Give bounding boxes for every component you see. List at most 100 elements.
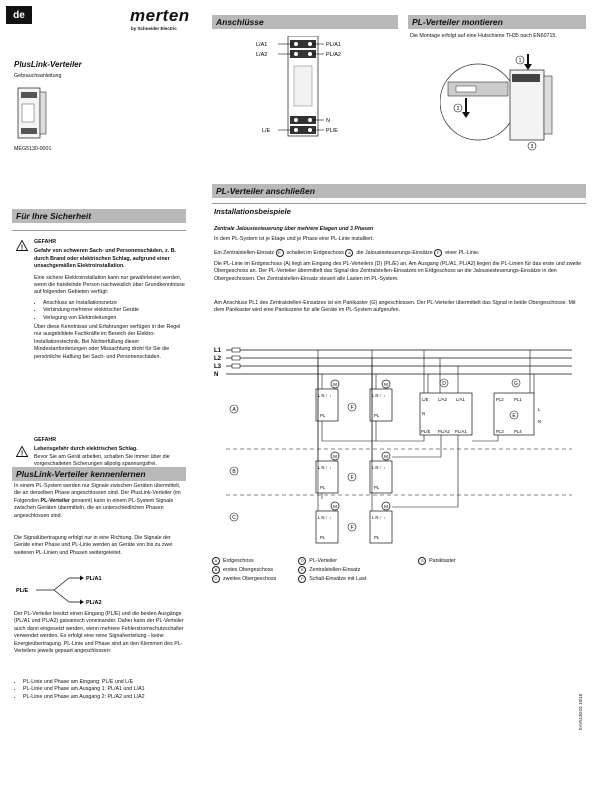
central-unit-label: PL4 (514, 429, 522, 434)
terminal-label: L/A1 (256, 42, 267, 48)
flow-out2-label: PL/A2 (86, 600, 102, 606)
motor-symbol: M (384, 454, 388, 459)
terminal-label: L N ↑ ↓ (372, 465, 385, 470)
connect-divider (212, 203, 586, 204)
safety-divider (12, 230, 186, 231)
safety-block-1: GEFAHR Gefahr von schweren Sach- und Per… (34, 239, 186, 361)
central-unit-label: N (538, 419, 541, 424)
wiring-diagram: L1 L2 L3 N A B C M (214, 347, 572, 544)
device-label: F (350, 475, 353, 481)
section-safety-header: Für Ihre Sicherheit (12, 209, 186, 223)
device-illustration (17, 87, 47, 139)
terminal-label: L N ↑ ↓ (318, 393, 331, 398)
article-number: MEG5130-0001 (14, 146, 52, 152)
device-label: F (350, 405, 353, 411)
terminal-label: PL (320, 535, 326, 540)
floor-label: C (232, 515, 236, 521)
device-label: E (512, 413, 516, 419)
motor-symbol: M (384, 504, 388, 509)
line-label: L3 (214, 364, 222, 370)
section-know-header: PlusLink-Verteiler kennenlernen (12, 467, 186, 481)
terminal-label: PL (374, 535, 380, 540)
document-code: EAV5130-01 10/18 (578, 694, 583, 730)
device-label: F (350, 525, 353, 531)
safety-bullet: Verlegung von Elektroleitungen (43, 315, 186, 322)
section-connections-header: Anschlüsse (212, 15, 398, 29)
terminal-label: L N ↑ ↓ (372, 393, 385, 398)
motor-symbol: M (333, 454, 337, 459)
know-paragraph-1: In einem PL-System werden nur Signale zw… (14, 483, 181, 519)
product-subtitle: Gebrauchsanleitung (14, 73, 62, 79)
motor-symbol: M (333, 382, 337, 387)
terminal-label: L N ↑ ↓ (318, 515, 331, 520)
distributor-label: PL/A2 (438, 429, 450, 434)
distributor-label: PL/A1 (455, 429, 467, 434)
terminal-label: PL/A2 (326, 52, 341, 58)
central-unit-label: PL3 (496, 429, 504, 434)
know-paragraph-3: Der PL-Verteiler besitzt einen Eingang (… (14, 611, 184, 655)
terminal-label: PL/A1 (326, 42, 341, 48)
mount-text: Die Montage erfolgt auf eine Hutschiene … (410, 33, 557, 39)
distributor-label: L/A2 (438, 397, 447, 402)
mount-step: 1 (519, 58, 522, 64)
terminal-label: PL (320, 485, 326, 490)
line-label: L1 (214, 348, 222, 354)
section-mount-header: PL-Verteiler montieren (408, 15, 586, 29)
safety-block-2: GEFAHR Lebensgefahr durch elektrischen S… (34, 437, 170, 468)
terminal-label: L/E (262, 128, 271, 134)
distributor-label: PL/E (421, 429, 430, 434)
know-bullet: PL-Linie und Phase am Eingang: PL/E und … (23, 679, 195, 686)
distributor-label: L/A1 (456, 397, 465, 402)
motor-symbol: M (384, 382, 388, 387)
terminal-diagram: L/A1 L/A2 PL/A1 PL/A2 N L/E PL/E (256, 36, 341, 137)
product-title: PlusLink-Verteiler (14, 60, 82, 69)
distributor-label: L/E (422, 397, 429, 402)
terminal-label: PL (374, 413, 380, 418)
safety-bullet: Anschluss an Installationsnetze (43, 300, 186, 307)
floor-label: B (232, 469, 236, 475)
distributor-label: N (422, 411, 425, 416)
line-label: N (214, 372, 218, 378)
examples-title: Installationsbeispiele (214, 207, 291, 216)
mount-step: 2 (457, 106, 460, 112)
know-bullet: PL-Linie und Phase am Ausgang 1: PL/A1 u… (23, 686, 195, 693)
terminal-label: PL/E (326, 128, 338, 134)
know-bullets: PL-Linie und Phase am Eingang: PL/E und … (14, 679, 195, 701)
floor-label: A (232, 407, 236, 413)
know-bullet: PL-Linie und Phase am Ausgang 2: PL/A2 u… (23, 694, 195, 701)
mount-illustration: 1 2 3 (440, 54, 553, 151)
line-label: L2 (214, 356, 222, 362)
brand-logo: merten (130, 6, 190, 25)
safety-bullet: Verbindung mehrerer elektrischer Geräte (43, 307, 186, 314)
terminal-label: PL (320, 413, 326, 418)
language-badge: de (6, 6, 32, 24)
terminal-label: PL (374, 485, 380, 490)
mount-step: 3 (531, 144, 534, 150)
motor-symbol: M (333, 504, 337, 509)
section-connect-header: PL-Verteiler anschließen (212, 184, 586, 198)
svg-text:!: ! (21, 451, 23, 458)
know-paragraph-2: Die Signalübertragung erfolgt nur in ein… (14, 535, 173, 556)
connect-paragraph-4: Am Anschluss PL1 des Zentralstellen-Eins… (214, 300, 576, 314)
central-unit-label: L (538, 407, 541, 412)
terminal-label: L/A2 (256, 52, 267, 58)
flow-in-label: PL/E (16, 588, 29, 594)
warning-icon: ! (16, 446, 28, 457)
central-unit-label: PL1 (514, 397, 522, 402)
device-label: G (514, 381, 518, 387)
central-unit-label: PL2 (496, 397, 504, 402)
terminal-label: L N ↑ ↓ (318, 465, 331, 470)
terminal-label: N (326, 118, 330, 124)
svg-text:!: ! (21, 245, 23, 252)
signal-flow-diagram: PL/E PL/A1 PL/A2 (16, 575, 102, 606)
connect-paragraph-3: Die PL-Linie im Erdgeschoss (A) liegt am… (214, 261, 582, 282)
example-subtitle: Zentrale Jalousiesteuerung über mehrere … (214, 226, 374, 232)
brand-subtitle: by Schneider Electric (131, 26, 177, 31)
connect-paragraph-1: In dem PL-System ist je Etage und je Pha… (214, 236, 374, 242)
warning-icon: ! (16, 240, 28, 251)
device-label: D (442, 381, 446, 387)
terminal-label: L N ↑ ↓ (372, 515, 385, 520)
flow-out1-label: PL/A1 (86, 576, 102, 582)
